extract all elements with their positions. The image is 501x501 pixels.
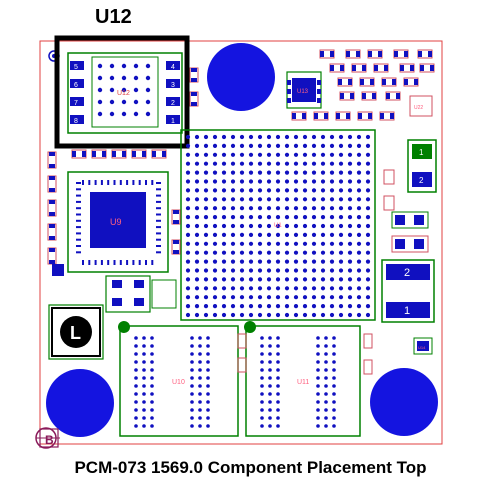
diode-array-left: [52, 264, 177, 313]
connector-top-pin-2: 2: [419, 176, 424, 185]
u11-footprint: U11: [244, 321, 361, 437]
connector-bottom-pin-1: 1: [404, 305, 410, 317]
u9-qfn: U9: [67, 171, 169, 273]
u12-footprint: U12 5 6 7 8 4 3 2 1: [67, 52, 183, 134]
connector-bottom-right: 2 1: [381, 259, 435, 323]
callout-label: U12: [95, 6, 132, 28]
u12-pin-4: 4: [171, 64, 175, 71]
ground-mark: L: [48, 304, 104, 360]
passives-right: [383, 169, 429, 253]
mounting-hole-bottom-left: [46, 369, 114, 437]
u12-pin-1: 1: [171, 118, 175, 125]
u12-pin-3: 3: [171, 82, 175, 89]
board-outline: [39, 40, 443, 445]
u12-designator: U12: [117, 90, 130, 97]
ground-letter: L: [70, 323, 81, 343]
u22-designator: U22: [414, 105, 423, 111]
u11-designator: U11: [297, 379, 309, 386]
u12-pin-5: 5: [74, 64, 78, 71]
connector-top-right: 1 2: [407, 139, 437, 193]
connector-bottom-pin-2: 2: [404, 267, 410, 279]
mounting-hole-top-right: [207, 43, 275, 111]
u14-designator: U14: [418, 345, 426, 350]
u13-footprint: U13: [286, 71, 322, 109]
callout-box: [54, 35, 190, 149]
u1-designator: U1: [274, 223, 282, 229]
mounting-hole-bottom-right: [370, 368, 438, 436]
u12-pin-6: 6: [74, 82, 78, 89]
u14-footprint: U14: [413, 337, 433, 355]
figure-caption: PCM-073 1569.0 Component Placement Top: [74, 458, 427, 477]
u22-footprint: U22: [409, 95, 433, 117]
u10-designator: U10: [172, 379, 185, 386]
u10-footprint: U10: [118, 321, 239, 437]
u1-bga: U1: [180, 129, 376, 321]
connector-top-pin-1: 1: [419, 148, 424, 157]
u13-designator: U13: [297, 89, 309, 95]
u9-designator: U9: [110, 217, 122, 227]
board-logo: B: [35, 427, 60, 449]
u12-pin-2: 2: [171, 100, 175, 107]
logo-letter: B: [45, 433, 54, 447]
u12-pin-8: 8: [74, 118, 78, 125]
u12-pin-7: 7: [74, 100, 78, 107]
